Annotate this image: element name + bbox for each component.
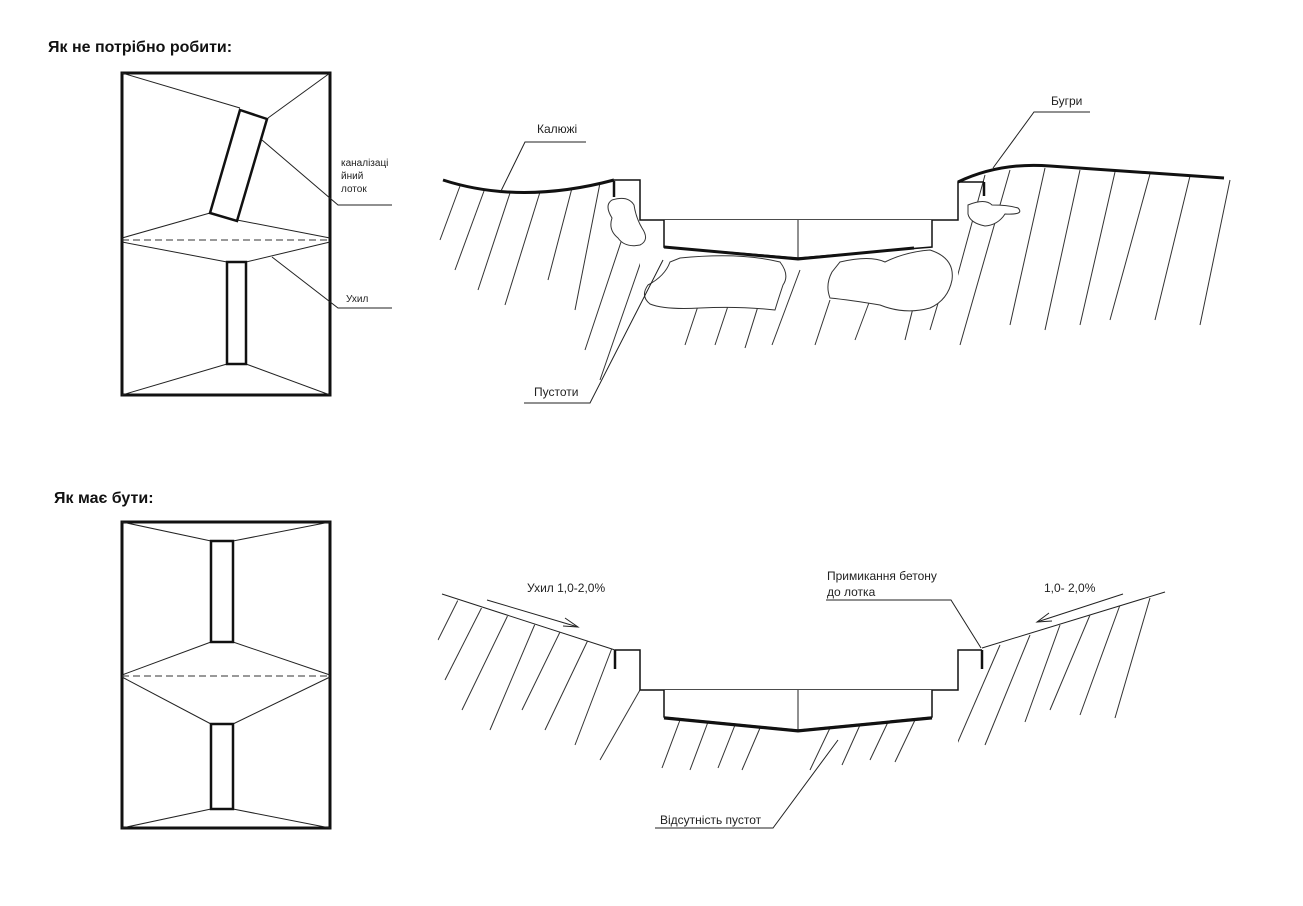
- no-voids-label: Відсутність пустот: [660, 813, 762, 827]
- tray-lower: [209, 722, 235, 811]
- bad-left-hatch: [439, 182, 640, 381]
- good-heading: Як має бути:: [54, 490, 154, 507]
- voids-label: Пустоти: [534, 385, 578, 399]
- good-plan-view: [120, 520, 332, 830]
- good-right-hatch: [958, 597, 1151, 761]
- tilted-tray: [208, 108, 269, 223]
- void-blob: [827, 249, 953, 312]
- tray-label-line2: йний: [341, 171, 363, 182]
- slope-left-label: Ухил 1,0-2,0%: [527, 581, 605, 595]
- bad-heading: Як не потрібно робити:: [48, 39, 232, 56]
- good-cross-section: Ухил 1,0-2,0% Примикання бетону до лотка…: [437, 569, 1166, 829]
- bad-cross-section: Калюжі Бугри Пустоти: [439, 94, 1231, 404]
- void-blob: [644, 255, 787, 311]
- void-blob: [607, 197, 646, 247]
- slope-arrow-left: [486, 599, 580, 628]
- slope-arrow-right: [1035, 593, 1124, 623]
- tray-upper: [209, 539, 235, 644]
- joint-label-line2: до лотка: [827, 585, 876, 599]
- slope-label: Ухил: [346, 294, 368, 305]
- slope-right-label: 1,0- 2,0%: [1044, 581, 1096, 595]
- good-left-hatch: [437, 599, 640, 761]
- tray-label-line1: каналізаці: [341, 158, 388, 169]
- tray-label-line3: лоток: [341, 184, 367, 195]
- bumps-label: Бугри: [1051, 94, 1082, 108]
- straight-tray: [225, 260, 248, 366]
- good-mid-hatch: [661, 719, 916, 771]
- joint-label-line1: Примикання бетону: [827, 569, 937, 583]
- puddles-label: Калюжі: [537, 122, 577, 136]
- void-blob: [967, 201, 1021, 227]
- bad-plan-view: каналізаці йний лоток Ухил: [120, 71, 392, 397]
